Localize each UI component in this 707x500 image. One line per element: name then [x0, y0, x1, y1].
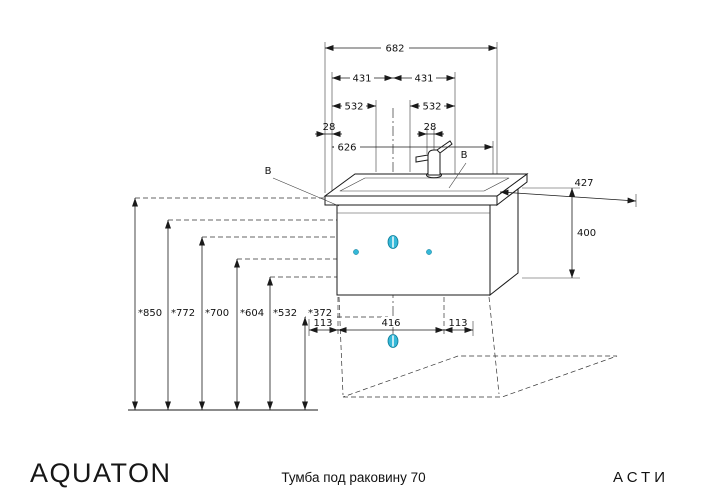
dim-28-left: 28: [315, 122, 342, 137]
dim-label-532h: *532: [273, 308, 297, 319]
dim-431-left: 431: [332, 72, 393, 85]
basin-top-surface: [323, 173, 529, 197]
dim-label-400: 400: [577, 228, 596, 239]
dim-label-772: *772: [171, 308, 195, 319]
dim-label-604: *604: [240, 308, 264, 319]
dim-label-113-right: 113: [448, 318, 467, 329]
dim-label-431-right: 431: [414, 74, 433, 85]
dim-label-416: 416: [381, 318, 400, 329]
dim-label-682: 682: [385, 44, 404, 55]
model-name: АСТИ: [613, 469, 669, 486]
brand-logo: AQUATON: [30, 458, 172, 488]
dim-label-626: 626: [337, 143, 356, 154]
callout-b-right: B: [448, 150, 468, 189]
callout-label-b-left: B: [265, 166, 272, 177]
height-reference-lines: [135, 197, 388, 318]
basin-inner-bowl: [339, 177, 510, 192]
bottom-dimensions: 113 416 113: [309, 297, 473, 336]
dim-height-400: 400: [569, 188, 596, 278]
faucet-spout: [415, 154, 429, 163]
dim-label-700: *700: [205, 308, 229, 319]
fixing-dot-left: [353, 249, 359, 255]
dim-label-532-left: 532: [344, 102, 363, 113]
height-dimensions: *850 *772 *700 *604 *532 *372: [128, 198, 334, 411]
dim-28-right: 28: [417, 122, 444, 137]
floor-projection: [338, 296, 618, 398]
washbasin: [323, 173, 529, 207]
dim-532-right: 532: [410, 100, 455, 113]
dim-label-28-right: 28: [424, 122, 437, 133]
dim-depth-427: 427: [499, 178, 637, 204]
cabinet-front: [336, 204, 491, 296]
basin-front-edge: [324, 195, 498, 206]
dim-label-113-left: 113: [313, 318, 332, 329]
fixing-dot-right: [426, 249, 432, 255]
dim-label-431-left: 431: [352, 74, 371, 85]
callout-b-left: B: [265, 166, 340, 207]
dim-label-372: *372: [308, 308, 332, 319]
dim-label-850: *850: [138, 308, 162, 319]
dim-532-left: 532: [332, 100, 376, 113]
vanity-cabinet: [336, 181, 519, 297]
dim-label-427: 427: [574, 178, 593, 189]
dim-626: 626: [332, 141, 493, 154]
dim-431-right: 431: [393, 72, 455, 85]
dim-overall-width: 682: [325, 42, 497, 55]
mounting-points: [353, 235, 432, 348]
product-title: Тумба под раковину 70: [281, 470, 426, 485]
dim-label-532-right: 532: [422, 102, 441, 113]
callout-label-b-right: B: [461, 150, 468, 161]
faucet-body: [427, 149, 441, 176]
dim-label-28-left: 28: [323, 122, 336, 133]
